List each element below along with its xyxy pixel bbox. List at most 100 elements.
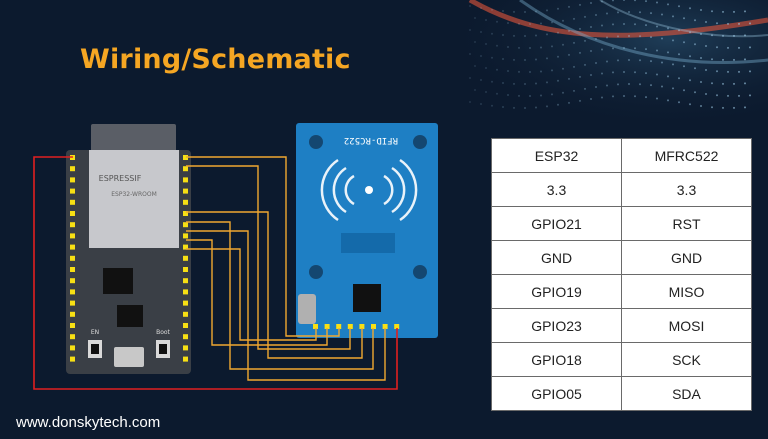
decor-dot xyxy=(535,34,537,37)
esp32-pin xyxy=(183,334,188,340)
decor-dot xyxy=(612,47,614,50)
cell-esp32: GND xyxy=(491,240,622,275)
decor-dot xyxy=(639,11,641,14)
decor-dot xyxy=(568,77,570,80)
rfid-pin xyxy=(336,324,342,329)
decor-dot xyxy=(744,34,746,37)
esp32-header-right xyxy=(183,155,188,362)
decor-dot xyxy=(557,7,559,10)
decor-dot xyxy=(579,51,581,54)
table-header-row: ESP32 MFRC522 xyxy=(491,138,752,173)
table-row: 3.3 3.3 xyxy=(491,172,752,207)
esp32-pin xyxy=(70,334,75,340)
esp32-pin xyxy=(183,323,188,328)
decor-dot xyxy=(546,57,548,60)
background-decoration xyxy=(440,0,768,130)
decor-dot xyxy=(661,37,663,40)
esp32-pin xyxy=(183,289,188,295)
decor-dot xyxy=(749,94,751,97)
decor-dot xyxy=(524,106,526,109)
cell-mfrc522: SCK xyxy=(621,342,752,377)
decor-dot xyxy=(694,43,696,46)
decor-dot xyxy=(469,5,471,7)
decor-dot xyxy=(672,87,674,90)
decor-dot xyxy=(480,54,482,57)
decor-dot xyxy=(612,71,614,74)
table-row: GPIO23 MOSI xyxy=(491,308,752,343)
decor-dot xyxy=(502,82,504,85)
decor-dot xyxy=(617,11,619,14)
esp32-pin xyxy=(183,255,188,261)
decor-dot xyxy=(645,0,647,3)
decor-dot xyxy=(573,41,575,44)
decor-dot xyxy=(590,49,592,52)
decor-dot xyxy=(722,106,724,109)
decor-dot xyxy=(634,23,636,26)
decor-dot xyxy=(579,27,581,30)
decor-dot xyxy=(727,94,729,97)
header-mfrc522: MFRC522 xyxy=(621,138,752,173)
decor-dot xyxy=(546,9,548,12)
decor-dot xyxy=(491,32,493,35)
decor-dot xyxy=(667,27,669,30)
wire-gpio23 xyxy=(186,221,374,370)
decor-dot xyxy=(529,46,531,49)
decor-dot xyxy=(623,95,625,98)
esp32-antenna xyxy=(91,124,176,156)
header-esp32: ESP32 xyxy=(491,138,622,173)
decor-dot xyxy=(480,78,482,81)
decor-dot xyxy=(562,91,564,94)
esp32-pin xyxy=(183,188,188,194)
cell-esp32: GPIO21 xyxy=(491,206,622,241)
decor-dot xyxy=(700,8,702,11)
decor-dot xyxy=(529,94,531,97)
wire-gpio19 xyxy=(186,211,363,359)
antenna-symbol xyxy=(320,158,418,222)
esp32-pin xyxy=(70,289,75,295)
decor-dot xyxy=(590,97,592,100)
website-url: www.donskytech.com xyxy=(16,414,161,431)
decor-dot xyxy=(722,82,724,85)
decor-dot xyxy=(683,89,685,92)
decor-dot xyxy=(535,58,537,61)
decor-dot xyxy=(639,35,641,38)
esp32-pin xyxy=(70,233,75,239)
decor-dot xyxy=(722,10,724,13)
decor-dot xyxy=(711,10,713,13)
decor-dot xyxy=(628,11,630,14)
decor-dot xyxy=(683,41,685,44)
decor-dot xyxy=(656,49,658,52)
decor-dot xyxy=(606,12,608,15)
decor-dot xyxy=(661,13,663,16)
decor-dot xyxy=(546,81,548,84)
decor-dot xyxy=(513,82,515,85)
decor-dot xyxy=(749,70,751,73)
decor-dot xyxy=(617,83,619,86)
decor-dot xyxy=(485,90,487,93)
decor-dot xyxy=(623,0,625,2)
decor-dot xyxy=(584,39,586,42)
decor-dot xyxy=(562,19,564,22)
decor-dot xyxy=(584,63,586,66)
decor-dot xyxy=(474,65,476,67)
pin-mapping-table: ESP32 MFRC522 3.3 3.3 GPIO21 RST GND GND… xyxy=(491,138,752,411)
decor-dot xyxy=(474,17,476,19)
decor-dot xyxy=(535,82,537,85)
decor-dot xyxy=(557,31,559,34)
decor-dot xyxy=(480,102,482,105)
decor-dot xyxy=(689,55,691,58)
decor-dot xyxy=(524,58,526,61)
decor-dot xyxy=(518,94,520,97)
decor-dot xyxy=(623,47,625,50)
decor-dot xyxy=(738,94,740,97)
dot-pattern xyxy=(469,0,751,109)
decor-dot xyxy=(507,22,509,25)
decor-dot xyxy=(491,8,493,11)
decor-dot xyxy=(601,0,603,3)
decor-dot xyxy=(738,22,740,25)
boot-button-label: Boot xyxy=(156,329,170,336)
decor-dot xyxy=(639,59,641,62)
usb-port xyxy=(114,347,144,367)
decor-dot xyxy=(518,46,520,49)
decor-dot xyxy=(650,12,652,15)
